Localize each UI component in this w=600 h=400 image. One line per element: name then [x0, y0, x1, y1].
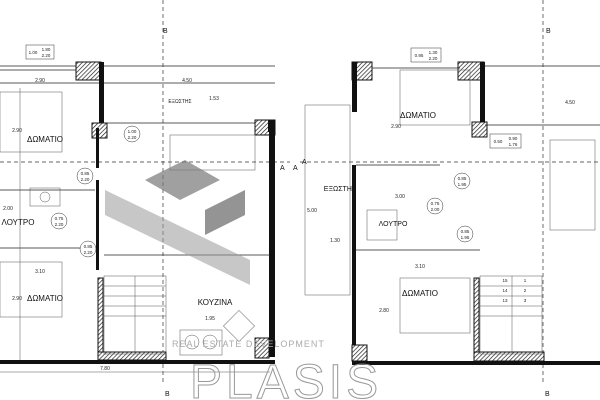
section-marker-b: B	[165, 391, 170, 398]
dimension: 3.00	[395, 194, 405, 200]
svg-text:2.20: 2.20	[128, 135, 137, 140]
room-label-kitchen: ΚΟΥΖΙΝΑ	[198, 298, 233, 307]
svg-text:2.20: 2.20	[55, 222, 64, 227]
sofa	[549, 139, 596, 231]
stair-step-number: 14	[502, 288, 508, 293]
svg-text:0.85: 0.85	[458, 176, 467, 181]
window-tag: 0.95 1.30 2.20	[410, 47, 442, 63]
svg-text:2.20: 2.20	[81, 177, 90, 182]
dimension: 2.90	[12, 296, 22, 302]
watermark: PLASIS REAL ESTATE DEVELOPMENT	[105, 160, 382, 400]
svg-text:1.30: 1.30	[429, 50, 438, 55]
svg-text:1.80: 1.80	[42, 47, 51, 52]
svg-text:2.20: 2.20	[429, 56, 438, 61]
stair-step-number: 15	[502, 278, 508, 283]
door-tag: 0.85 1.95	[453, 172, 471, 190]
svg-text:0.90: 0.90	[509, 136, 518, 141]
svg-text:0.75: 0.75	[55, 216, 64, 221]
dimension: 2.00	[3, 206, 13, 212]
dimension: 3.10	[35, 269, 45, 275]
section-marker-a: A	[280, 165, 285, 172]
dimension: 3.10	[415, 264, 425, 270]
room-label-bedroom: ΔΩΜΑΤΙΟ	[27, 135, 63, 144]
watermark-logo	[145, 160, 220, 200]
window-tag: 0.50 0.90 1.76	[489, 133, 522, 149]
dimension: 4.50	[182, 78, 192, 84]
room-label-balcony: ΕΞΩΣΤΗΣ	[168, 99, 191, 105]
svg-text:0.50: 0.50	[494, 139, 503, 144]
left-floor-plan: ΔΩΜΑΤΙΟ ΕΞΩΣΤΗΣ ΛΟΥΤΡΟ ΔΩΜΑΤΙΟ ΚΟΥΖΙΝΑ 2…	[0, 0, 298, 398]
svg-text:1.00: 1.00	[29, 50, 38, 55]
dimension: 1.30	[330, 238, 340, 244]
dimension: 7.80	[100, 366, 110, 372]
door-tag: 0.75 2.00	[426, 197, 444, 215]
dimension: 5.00	[307, 208, 317, 214]
svg-text:0.75: 0.75	[431, 201, 440, 206]
dimension: 2.90	[12, 128, 22, 134]
svg-text:0.85: 0.85	[81, 171, 90, 176]
svg-text:1.00: 1.00	[128, 129, 137, 134]
stair-step-number: 3	[524, 298, 527, 303]
sofa	[169, 134, 256, 171]
svg-text:1.95: 1.95	[458, 182, 467, 187]
right-floor-plan: 15 14 13 1 2 3 ΔΩΜΑΤΙΟ ΕΞΩΣΤΗΣ ΛΟΥΤΡΟ ΔΩ…	[300, 0, 600, 398]
dimension: 1.95	[205, 316, 215, 322]
room-label-bedroom: ΔΩΜΑΤΙΟ	[402, 289, 438, 298]
svg-text:2.20: 2.20	[84, 250, 93, 255]
svg-text:2.20: 2.20	[42, 53, 51, 58]
section-marker-b: B	[545, 391, 550, 398]
section-marker-b: B	[546, 28, 551, 35]
dimension: 2.80	[379, 308, 389, 314]
watermark-brand: PLASIS	[190, 356, 382, 400]
staircase-right: 15 14 13 1 2 3	[479, 275, 543, 355]
wall-column	[75, 61, 102, 81]
window-tag: 1.00 1.80 2.20	[25, 44, 55, 60]
svg-text:0.95: 0.95	[415, 53, 424, 58]
room-label-bathroom: ΛΟΥΤΡΟ	[379, 221, 408, 228]
room-label-bedroom: ΔΩΜΑΤΙΟ	[27, 294, 63, 303]
svg-text:0.85: 0.85	[84, 244, 93, 249]
room-label-bedroom: ΔΩΜΑΤΙΟ	[400, 111, 436, 120]
room-label-balcony: ΕΞΩΣΤΗΣ	[324, 186, 357, 193]
svg-text:1.76: 1.76	[509, 142, 518, 147]
dimension: 2.90	[35, 78, 45, 84]
staircase-left	[103, 275, 167, 355]
stove	[223, 310, 255, 342]
svg-text:1.95: 1.95	[461, 235, 470, 240]
door-tag: 1.00 2.20	[123, 125, 141, 143]
door-tag: 0.75 2.20	[50, 212, 68, 230]
section-marker-b: B	[163, 28, 168, 35]
shower	[366, 209, 398, 241]
door-tag: 0.85 1.95	[456, 225, 474, 243]
svg-text:2.00: 2.00	[431, 207, 440, 212]
stair-step-number: 1	[524, 278, 527, 283]
sink	[179, 329, 223, 356]
dimension: 1.53	[209, 96, 219, 102]
room-label-bathroom: ΛΟΥΤΡΟ	[2, 218, 35, 227]
dimension: 4.50	[565, 100, 575, 106]
stair-step-number: 2	[524, 288, 527, 293]
section-marker-a: A	[293, 165, 298, 172]
door-tag: 0.85 2.20	[79, 240, 97, 258]
stair-step-number: 13	[502, 298, 508, 303]
dimension: 2.90	[391, 124, 401, 130]
section-marker-a: A	[302, 159, 307, 166]
svg-text:0.85: 0.85	[461, 229, 470, 234]
door-tag: 0.85 2.20	[76, 167, 94, 185]
watermark-tagline: REAL ESTATE DEVELOPMENT	[172, 339, 325, 349]
